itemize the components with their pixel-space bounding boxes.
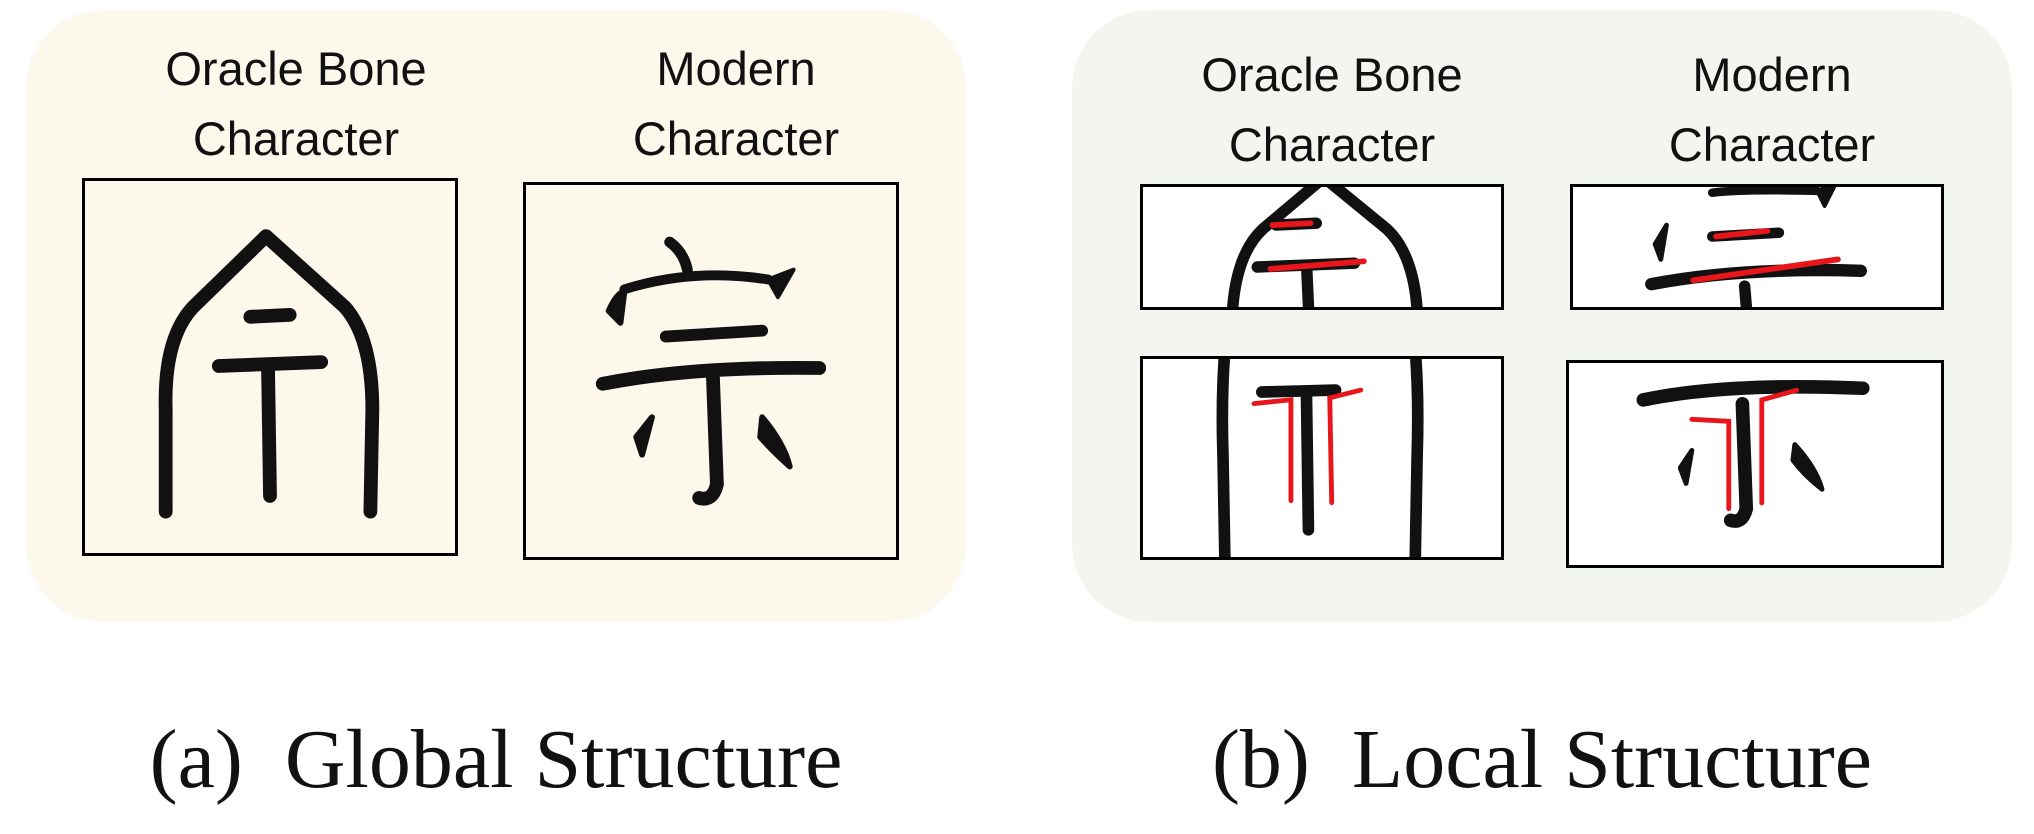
global-structure-panel: Oracle Bone Character Modern Character — [26, 10, 966, 622]
oracle-bone-label: Oracle Bone Character — [1201, 48, 1463, 171]
modern-bottom-crop-glyph — [1636, 380, 1870, 528]
caption-local-structure: (b) Local Structure — [1072, 710, 2012, 810]
modern-character-label: Modern Character — [1668, 48, 1876, 171]
modern-top-crop — [1570, 184, 1944, 310]
oracle-top-crop-glyph — [1227, 187, 1423, 307]
caption-tag: (b) — [1211, 713, 1310, 806]
oracle-bottom-crop — [1140, 356, 1504, 560]
modern-zong-glyph — [595, 236, 827, 506]
oracle-bone-character-image — [82, 178, 458, 556]
local-structure-panel: Oracle Bone Character Modern Character — [1072, 10, 2012, 622]
oracle-top-crop — [1140, 184, 1504, 310]
modern-character-image — [523, 182, 899, 560]
modern-character-label: Modern Character — [632, 42, 840, 165]
oracle-bottom-crop-glyph — [1216, 359, 1424, 557]
modern-bottom-crop — [1566, 360, 1944, 568]
oracle-bone-zong-glyph — [158, 229, 380, 519]
caption-global-structure: (a) Global Structure — [26, 710, 966, 810]
caption-tag: (a) — [149, 713, 243, 806]
modern-top-crop-glyph — [1645, 187, 1867, 307]
oracle-bone-label: Oracle Bone Character — [165, 42, 427, 165]
caption-text: Global Structure — [284, 713, 843, 806]
caption-text: Local Structure — [1351, 713, 1873, 806]
